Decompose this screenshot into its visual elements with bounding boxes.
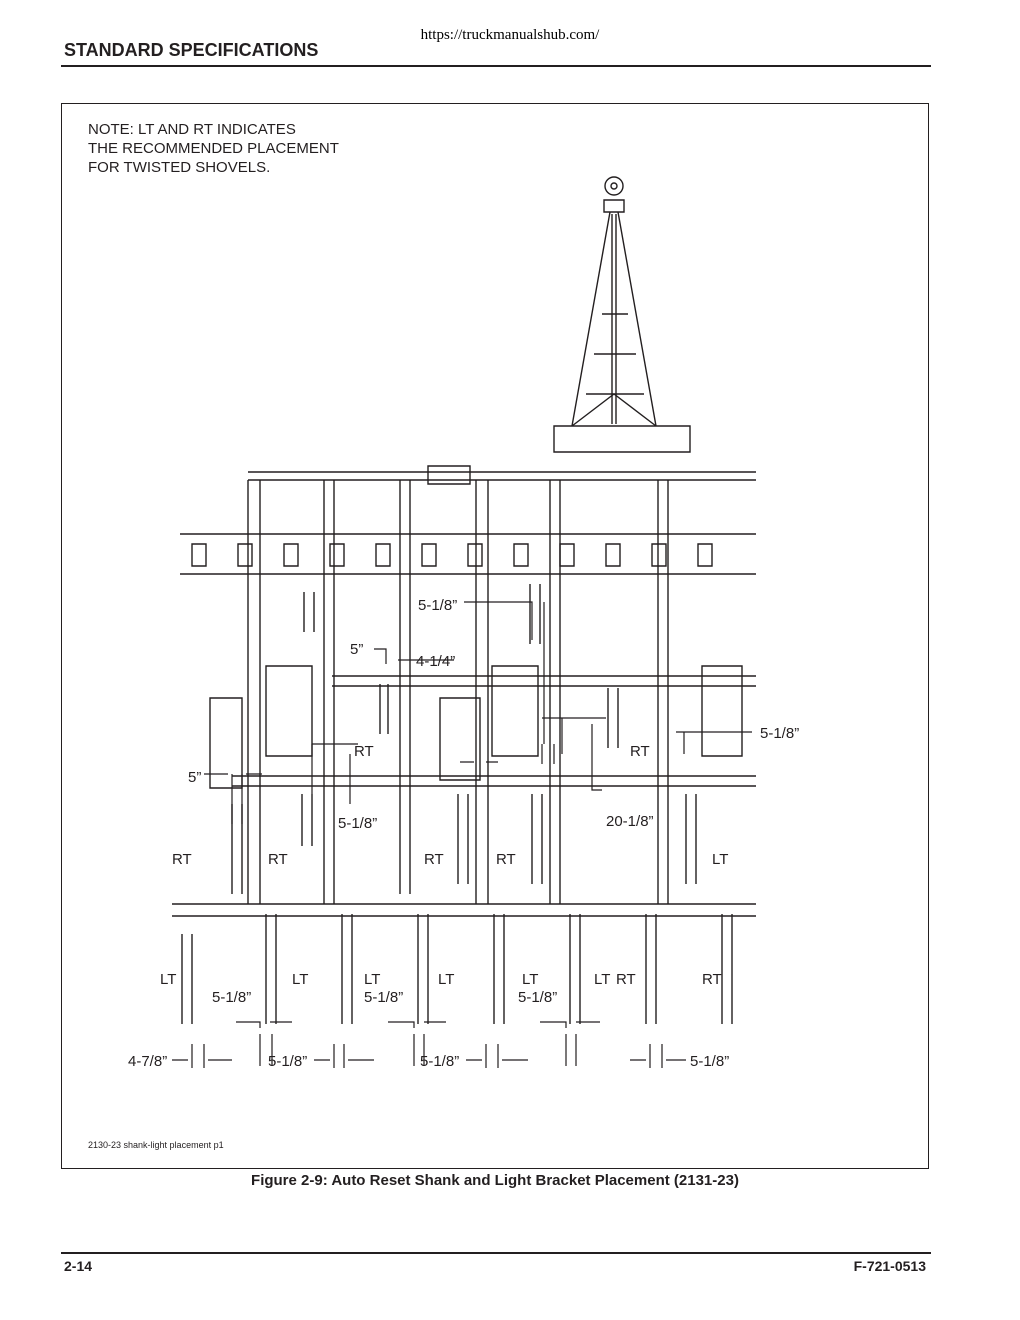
rt-label: RT [616, 971, 636, 988]
dim-label: 5-1/8” [518, 989, 557, 1006]
rt-label: RT [172, 851, 192, 868]
main-frame-bar [248, 471, 756, 481]
lt-label: LT [364, 971, 380, 988]
figure-frame [61, 103, 929, 1169]
lt-label: LT [594, 971, 610, 988]
rt-label: RT [702, 971, 722, 988]
dim-label: 5-1/8” [338, 815, 377, 832]
placement-note: NOTE: LT AND RT INDICATES THE RECOMMENDE… [88, 120, 339, 177]
rear-bar [172, 903, 756, 917]
lt-label: LT [438, 971, 454, 988]
figure-file-id: 2130-23 shank-light placement p1 [88, 1140, 224, 1150]
lt-label: LT [292, 971, 308, 988]
header-rule [61, 65, 931, 67]
hitch-plate [553, 425, 691, 453]
lt-label: LT [712, 851, 728, 868]
mid-bar-2 [232, 775, 756, 787]
lt-label: LT [522, 971, 538, 988]
dimension-lines [172, 601, 752, 1068]
rt-label: RT [630, 743, 650, 760]
dim-label: 5-1/8” [690, 1053, 729, 1070]
footer-rule [61, 1252, 931, 1254]
rt-label: RT [354, 743, 374, 760]
dim-label: 5-1/8” [418, 597, 457, 614]
page-number: 2-14 [64, 1258, 93, 1274]
front-gang [180, 533, 756, 575]
dim-label: 4-7/8” [128, 1053, 167, 1070]
dim-label: 5-1/8” [268, 1053, 307, 1070]
rt-label: RT [496, 851, 516, 868]
dim-label: 5-1/8” [212, 989, 251, 1006]
dim-label: 5-1/8” [420, 1053, 459, 1070]
dimension-labels: 5-1/8” 5” 4-1/4” 5-1/8” 5” 5-1/8” 20-1/8… [128, 597, 799, 1070]
figure-caption: Figure 2-9: Auto Reset Shank and Light B… [251, 1172, 739, 1189]
document-number: F-721-0513 [853, 1258, 926, 1274]
source-url: https://truckmanualshub.com/ [420, 27, 600, 43]
dim-label: 4-1/4” [416, 653, 455, 670]
placement-labels: RT RT RT RT RT RT LT LT LT LT LT LT LT R… [160, 743, 728, 988]
dim-label: 5” [188, 769, 201, 786]
lt-label: LT [160, 971, 176, 988]
dim-label: 20-1/8” [606, 813, 654, 830]
note-line: THE RECOMMENDED PLACEMENT [88, 140, 339, 157]
dim-label: 5” [350, 641, 363, 658]
dim-label: 5-1/8” [364, 989, 403, 1006]
hitch-tower [571, 176, 657, 427]
shank-springs [181, 584, 733, 1024]
shank-placement-drawing: 5-1/8” 5” 4-1/4” 5-1/8” 5” 5-1/8” 20-1/8… [128, 176, 799, 1070]
rt-label: RT [424, 851, 444, 868]
section-title: STANDARD SPECIFICATIONS [64, 40, 319, 60]
note-line: FOR TWISTED SHOVELS. [88, 159, 271, 176]
note-line: NOTE: LT AND RT INDICATES [88, 121, 296, 138]
rt-label: RT [268, 851, 288, 868]
dim-label: 5-1/8” [760, 725, 799, 742]
